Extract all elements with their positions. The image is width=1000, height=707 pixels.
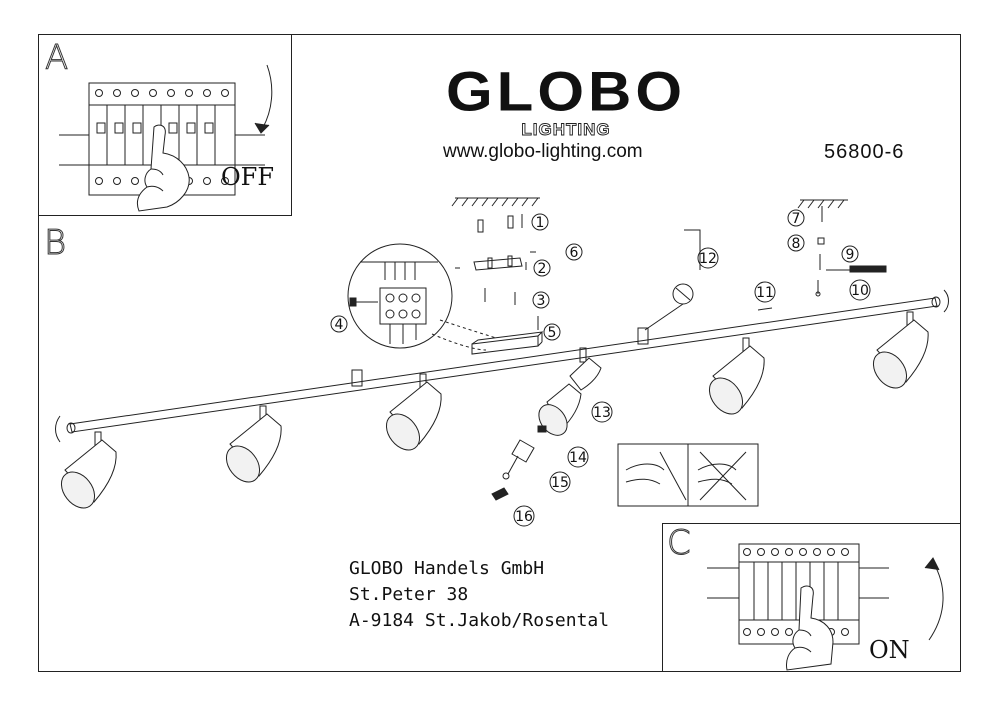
on-label: ON <box>869 636 910 664</box>
panel-a-breaker-off: A OFF <box>38 34 292 216</box>
svg-text:13: 13 <box>593 405 611 421</box>
spotlight-rod <box>55 289 949 443</box>
hand-pressing-switch <box>786 585 834 671</box>
step-2-callout: 2 <box>533 259 551 277</box>
off-label: OFF <box>221 163 274 191</box>
step-11-callout: 11 <box>754 281 776 303</box>
panel-a-letter: A <box>44 38 69 78</box>
svg-text:6: 6 <box>570 245 579 261</box>
step-4-callout: 4 <box>330 315 348 333</box>
lighting-label: LIGHTING <box>521 120 611 140</box>
no-touch-bulb-warning <box>617 443 759 507</box>
step-5-callout: 5 <box>543 323 561 341</box>
spot-head-3 <box>385 373 442 451</box>
svg-text:14: 14 <box>569 450 587 466</box>
panel-b-letter: B <box>43 223 67 263</box>
step-3-callout: 3 <box>532 291 550 309</box>
step-14-callout: 14 <box>567 446 589 468</box>
breaker-off-illustration <box>59 64 273 212</box>
spot-head-5 <box>708 337 765 415</box>
breaker-on-illustration <box>707 543 944 671</box>
rotate-arrow-icon <box>928 561 944 641</box>
svg-text:10: 10 <box>851 283 869 299</box>
address-line-1: GLOBO Handels GmbH <box>349 558 545 579</box>
bulb-components <box>491 425 547 501</box>
spot-head-4-disassembled <box>538 347 602 436</box>
svg-text:7: 7 <box>792 211 801 227</box>
step-13-callout: 13 <box>591 401 613 423</box>
website-url: www.globo-lighting.com <box>443 141 643 162</box>
svg-text:9: 9 <box>846 247 855 263</box>
step-6-callout: 6 <box>565 243 583 261</box>
step-10-callout: 10 <box>849 279 871 301</box>
step-9-callout: 9 <box>841 245 859 263</box>
svg-text:16: 16 <box>515 509 533 525</box>
mounting-bracket <box>455 255 527 271</box>
svg-text:8: 8 <box>792 236 801 252</box>
ceiling-hatch-left <box>451 197 540 207</box>
spot-head-6 <box>872 311 929 389</box>
ceiling-hatch-right <box>797 199 848 209</box>
breaker-screws-top <box>95 89 229 97</box>
svg-text:12: 12 <box>699 251 717 267</box>
canopy-box <box>471 316 544 355</box>
step-8-callout: 8 <box>787 234 805 252</box>
model-number: 56800-6 <box>824 141 905 163</box>
address-line-2: St.Peter 38 <box>349 584 469 605</box>
svg-text:4: 4 <box>335 317 344 333</box>
step-7-callout: 7 <box>787 209 805 227</box>
panel-c-letter: C <box>667 523 692 563</box>
svg-text:3: 3 <box>537 293 546 309</box>
instruction-sheet <box>38 34 961 672</box>
wall-plugs <box>477 214 523 233</box>
rod-joint-detail <box>644 229 701 331</box>
spot-head-2 <box>225 405 282 483</box>
step-1-callout: 1 <box>531 213 549 231</box>
hand-pressing-switch <box>136 124 190 212</box>
panel-c-breaker-on: C ON <box>662 523 961 672</box>
address-line-3: A-9184 St.Jakob/Rosental <box>349 610 610 631</box>
step-12-callout: 12 <box>697 247 719 269</box>
globo-logo: GLOBO <box>446 60 686 123</box>
svg-text:1: 1 <box>536 215 545 231</box>
bracket-screws <box>484 288 516 305</box>
svg-text:15: 15 <box>551 475 569 491</box>
svg-text:11: 11 <box>756 285 774 301</box>
manufacturer-address: GLOBO Handels GmbH St.Peter 38 A-9184 St… <box>349 556 609 634</box>
terminal-block-detail <box>347 243 497 351</box>
spot-head-1 <box>60 431 117 509</box>
side-fixings <box>815 206 887 297</box>
step-15-callout: 15 <box>549 471 571 493</box>
svg-text:2: 2 <box>538 261 547 277</box>
svg-text:5: 5 <box>548 325 557 341</box>
step-16-callout: 16 <box>513 505 535 527</box>
